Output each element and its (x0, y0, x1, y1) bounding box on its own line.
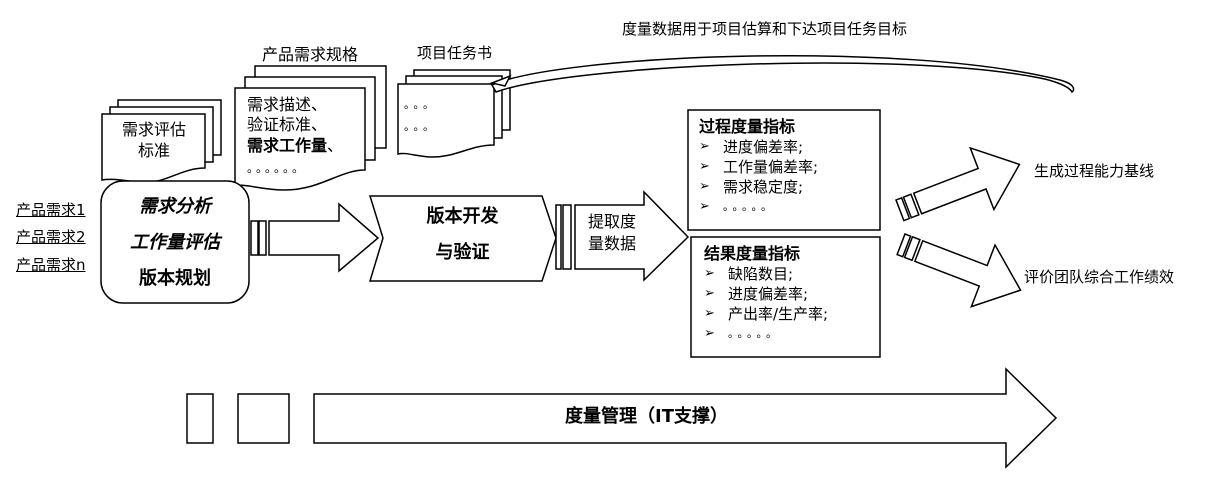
arrow-to-baseline (895, 146, 1021, 222)
task-book-dots-row1: 。。。 (404, 98, 438, 111)
arrow-to-performance (896, 233, 1022, 308)
product-spec-line3: 需求工作量、 (247, 138, 343, 154)
input-product-req-1[interactable]: 产品需求1 (16, 201, 86, 219)
input-product-req-n[interactable]: 产品需求n (16, 256, 86, 274)
result-metric-item: ➢缺陷数目; (704, 265, 794, 283)
task-book-doc-stack (397, 69, 511, 158)
product-spec-bold: 需求工作量 (247, 136, 328, 155)
analysis-box (100, 180, 250, 304)
extract-stage-line1: 提取度 (588, 212, 637, 231)
arrow-bullet-icon: ➢ (699, 139, 710, 154)
process-metric-item: ➢工作量偏差率; (699, 158, 819, 176)
result-metrics-title: 结果度量指标 (704, 244, 801, 263)
output-baseline: 生成过程能力基线 (1034, 162, 1155, 180)
arrow-bullet-icon: ➢ (704, 326, 715, 341)
process-metrics-box (687, 109, 881, 231)
process-metric-item: ➢进度偏差率; (699, 138, 804, 156)
product-spec-doc-stack (234, 65, 387, 191)
result-metrics-box (690, 236, 881, 358)
product-spec-title: 产品需求规格 (262, 45, 359, 64)
analysis-line1: 需求分析 (139, 196, 211, 217)
process-metric-item: ➢需求稳定度; (699, 178, 804, 196)
dev-stage-line2: 与验证 (435, 242, 490, 263)
result-metrics-list: 结果度量指标 ➢缺陷数目; ➢进度偏差率; ➢产出率/生产率; ➢。。。。。 (704, 244, 828, 344)
process-metric-item: ➢。。。。。 (699, 197, 818, 217)
bottom-bar-label: 度量管理（IT支撑） (565, 406, 728, 427)
eval-standard-line1: 需求评估 (121, 120, 186, 139)
analysis-line3: 版本规划 (139, 268, 211, 289)
dev-chevron (368, 195, 557, 282)
eval-standard-line2: 标准 (137, 141, 170, 160)
product-spec-line1: 需求描述、 (247, 95, 328, 114)
arrow-to-dev (250, 202, 380, 273)
feedback-curve-arrow (490, 54, 1075, 94)
arrow-bullet-icon: ➢ (704, 286, 715, 301)
task-book-dots-row2: 。。。 (404, 120, 438, 133)
input-product-req-2[interactable]: 产品需求2 (16, 228, 86, 246)
arrow-bullet-icon: ➢ (704, 306, 715, 321)
product-spec-bold-suffix: 、 (327, 136, 344, 155)
process-metrics-title: 过程度量指标 (699, 117, 796, 136)
arrow-bullet-icon: ➢ (699, 199, 710, 214)
arrow-bullet-icon: ➢ (699, 179, 710, 194)
eval-standard-doc-stack (101, 99, 222, 184)
extract-stage-line2: 量数据 (588, 234, 637, 253)
result-metric-item: ➢进度偏差率; (704, 285, 809, 303)
arrow-bullet-icon: ➢ (704, 266, 715, 281)
task-book-title: 项目任务书 (417, 44, 493, 62)
arrow-bullet-icon: ➢ (699, 159, 710, 174)
dev-stage-line1: 版本开发 (426, 206, 499, 227)
result-metric-item: ➢产出率/生产率; (704, 305, 829, 323)
arrow-extract (555, 190, 690, 282)
result-metric-item: ➢。。。。。 (704, 324, 828, 344)
product-spec-ellipsis: 。。。。。。 (247, 161, 308, 175)
output-performance: 评价团队综合工作绩效 (1024, 268, 1175, 286)
feedback-label: 度量数据用于项目估算和下达项目任务目标 (622, 20, 908, 38)
product-spec-line2: 验证标准、 (247, 115, 328, 134)
process-metrics-list: 过程度量指标 ➢进度偏差率; ➢工作量偏差率; ➢需求稳定度; ➢。。。。。 (699, 117, 818, 217)
bottom-bar-arrow (186, 367, 1058, 469)
analysis-line2: 工作量评估 (130, 232, 220, 253)
